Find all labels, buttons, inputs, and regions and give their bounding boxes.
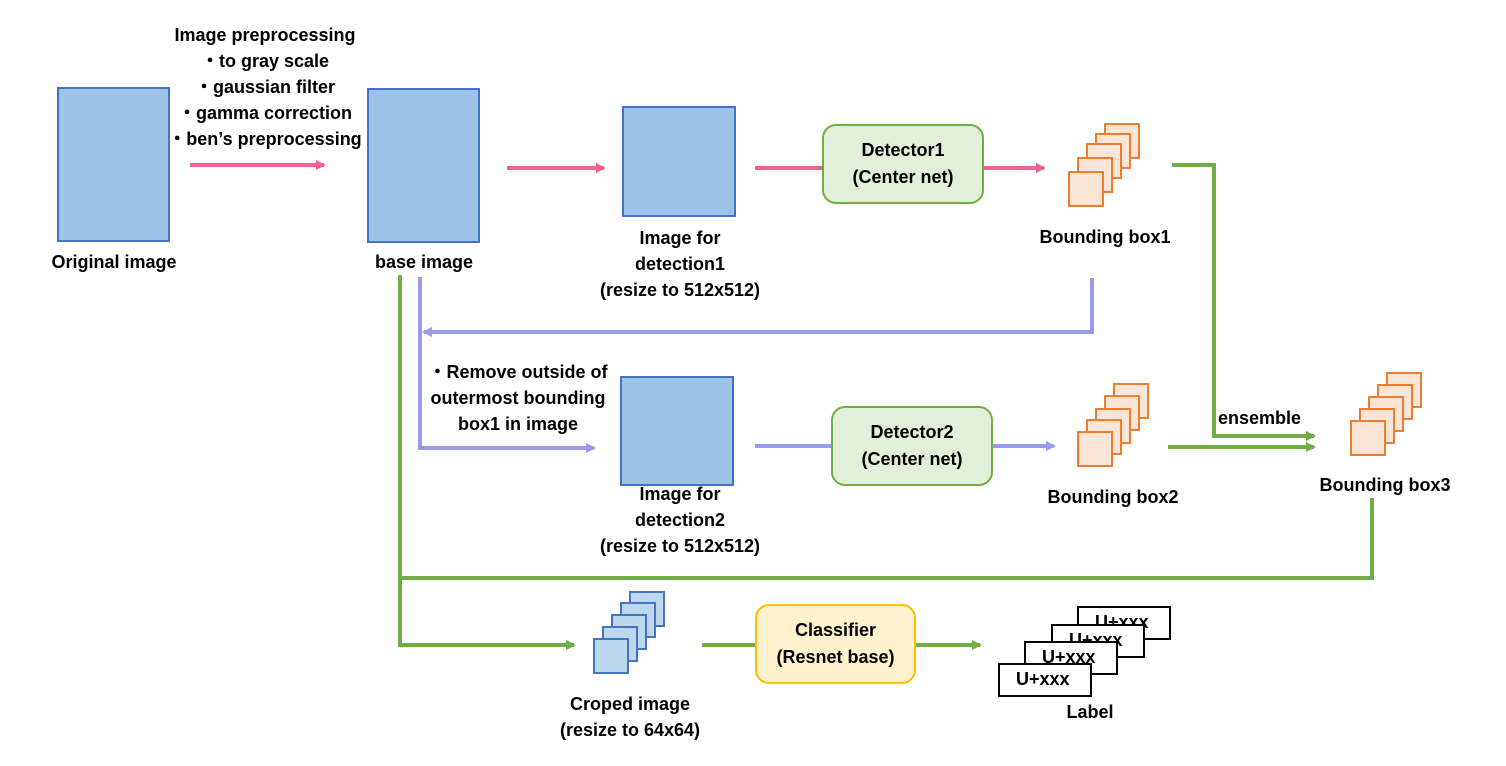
det1-image-caption: Image for detection1 (resize to 512x512) bbox=[580, 225, 780, 303]
det2-image-caption: Image for detection2 (resize to 512x512) bbox=[580, 481, 780, 559]
arrow-bbox1-ensemble bbox=[1172, 163, 1316, 441]
preprocess-step: ・to gray scale bbox=[200, 51, 330, 71]
cropped-image-square bbox=[593, 638, 629, 674]
preprocess-step: ・gamma correction bbox=[177, 103, 353, 123]
ensemble-label: ensemble bbox=[1218, 408, 1302, 428]
detector1-subtitle: (Center net) bbox=[852, 167, 954, 187]
preprocess-step: ・ben’s preprocessing bbox=[168, 129, 362, 149]
bbox-square bbox=[1077, 431, 1113, 467]
arrow-base-to-crop bbox=[398, 275, 576, 650]
label-caption: Label bbox=[1066, 702, 1114, 722]
det1-caption-line: (resize to 512x512) bbox=[599, 280, 761, 300]
bbox3-caption: Bounding box3 bbox=[1319, 475, 1451, 495]
bbox1-caption: Bounding box1 bbox=[1039, 227, 1171, 247]
det1-image-box bbox=[622, 106, 736, 217]
detector1-title: Detector1 bbox=[861, 140, 945, 160]
detector2-title: Detector2 bbox=[870, 422, 954, 442]
detector1-box: Detector1 (Center net) bbox=[822, 124, 984, 204]
remove-note-line: outermost bounding bbox=[430, 388, 606, 408]
arrow-base-to-det2-image bbox=[418, 277, 596, 453]
det2-caption-line: (resize to 512x512) bbox=[599, 536, 761, 556]
det1-caption-line: Image for bbox=[639, 228, 721, 248]
original-image-caption: Original image bbox=[51, 252, 177, 272]
remove-note-line: box1 in image bbox=[457, 414, 579, 434]
det2-caption-line: detection2 bbox=[634, 510, 726, 530]
detector2-subtitle: (Center net) bbox=[861, 449, 963, 469]
detector2-box: Detector2 (Center net) bbox=[831, 406, 993, 486]
classifier-box: Classifier (Resnet base) bbox=[755, 604, 916, 684]
bbox-square bbox=[1350, 420, 1386, 456]
remove-note-line: ・Remove outside of bbox=[428, 362, 608, 382]
det2-image-box bbox=[620, 376, 734, 486]
base-image-box bbox=[367, 88, 480, 243]
remove-note: ・Remove outside of outermost bounding bo… bbox=[418, 359, 618, 437]
original-image-box bbox=[57, 87, 170, 242]
det2-caption-line: Image for bbox=[639, 484, 721, 504]
cropped-image-caption: Croped image (resize to 64x64) bbox=[540, 691, 720, 743]
arrow-bbox1-feedback bbox=[422, 278, 1094, 337]
preprocess-title: Image preprocessing bbox=[174, 25, 356, 45]
bbox2-caption: Bounding box2 bbox=[1047, 487, 1179, 507]
preprocess-notes: Image preprocessing ・to gray scale ・gaus… bbox=[160, 22, 370, 152]
classifier-title: Classifier bbox=[794, 620, 877, 640]
label-card: U+xxx bbox=[998, 663, 1092, 697]
bbox-square bbox=[1068, 171, 1104, 207]
base-image-caption: base image bbox=[374, 252, 474, 272]
classifier-subtitle: (Resnet base) bbox=[776, 647, 895, 667]
cropped-caption-line: (resize to 64x64) bbox=[559, 720, 701, 740]
arrow-bbox3-to-crop bbox=[400, 498, 1374, 580]
cropped-caption-line: Croped image bbox=[569, 694, 691, 714]
preprocess-step: ・gaussian filter bbox=[194, 77, 336, 97]
det1-caption-line: detection1 bbox=[634, 254, 726, 274]
